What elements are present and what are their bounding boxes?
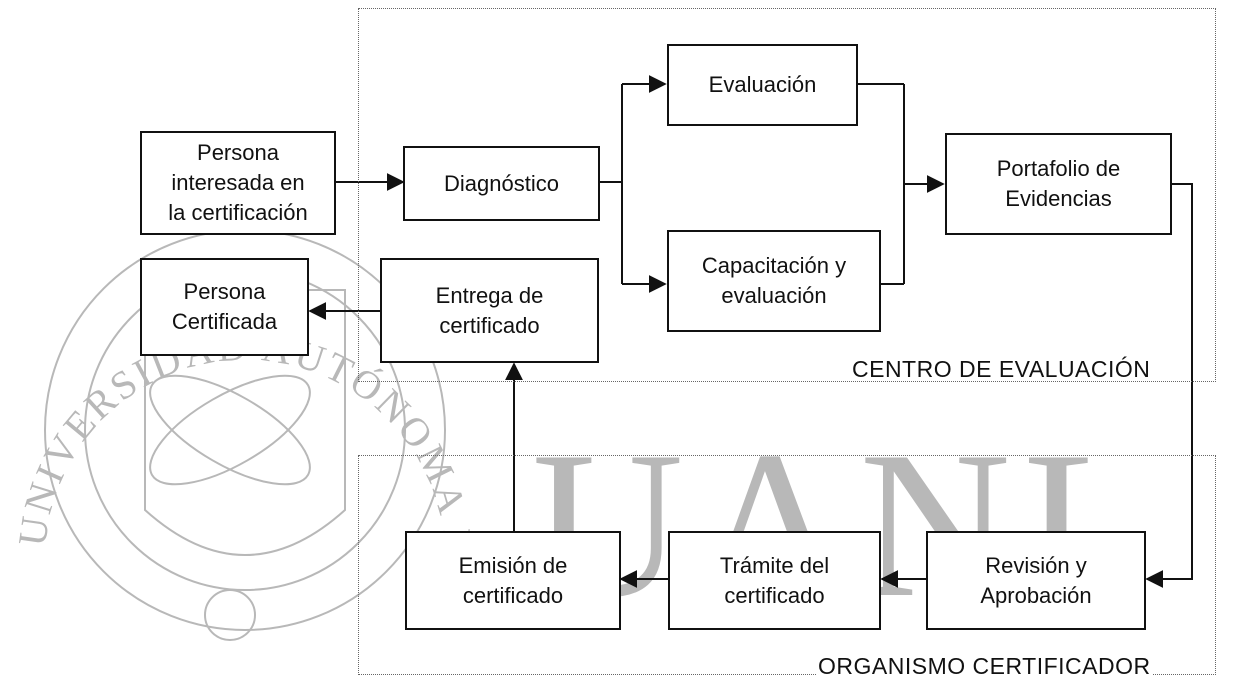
node-line: Diagnóstico [444, 170, 559, 196]
node-line: Persona [183, 279, 266, 305]
node-line: Emisión de [458, 552, 568, 578]
node-line: Entrega de [435, 282, 544, 308]
node-line: Aprobación [980, 582, 1092, 608]
node-evidence-portfolio: Portafolio de Evidencias [945, 133, 1172, 235]
node-line: la certificación [168, 199, 308, 225]
node-line: Capacitación y [701, 253, 847, 279]
node-line: certificado [439, 312, 540, 338]
node-line: certificado [724, 582, 825, 608]
node-line: Trámite del [719, 552, 830, 578]
node-line: interesada en [171, 170, 305, 196]
node-evaluation: Evaluación [667, 44, 858, 126]
region-certifying-body [358, 455, 1216, 675]
node-diagnostic: Diagnóstico [403, 146, 600, 221]
node-line: Evaluación [708, 72, 817, 98]
region-certifying-body-label: ORGANISMO CERTIFICADOR [816, 653, 1153, 680]
node-certificate-issuance: Emisión de certificado [405, 531, 621, 630]
node-line: Revisión y [985, 552, 1087, 578]
node-interested-person: Persona interesada en la certificación [140, 131, 336, 235]
node-line: Certificada [171, 309, 278, 334]
node-certified-person: Persona Certificada [140, 258, 309, 356]
node-line: Portafolio de [996, 156, 1121, 182]
node-line: Evidencias [1005, 186, 1112, 211]
node-review-approval: Revisión y Aprobación [926, 531, 1146, 630]
node-training-evaluation: Capacitación y evaluación [667, 230, 881, 332]
region-evaluation-center [358, 8, 1216, 382]
node-line: Persona [197, 140, 279, 166]
region-evaluation-center-label: CENTRO DE EVALUACIÓN [852, 356, 1151, 382]
node-line: certificado [462, 582, 564, 608]
node-line: evaluación [721, 283, 827, 308]
node-certificate-delivery: Entrega de certificado [380, 258, 599, 363]
node-certificate-processing: Trámite del certificado [668, 531, 881, 630]
